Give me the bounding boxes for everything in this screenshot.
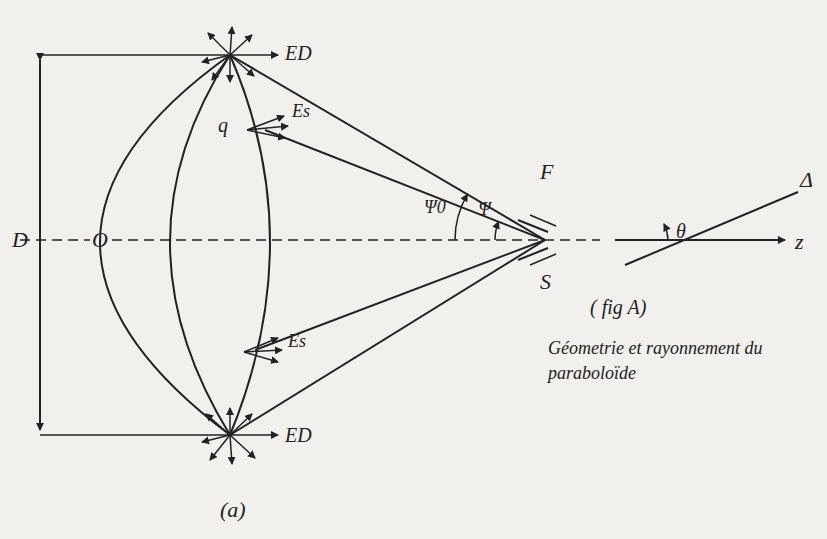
axis-label: z <box>795 230 804 254</box>
figure-number: ( fig A) <box>590 296 646 318</box>
field-label: Es <box>288 332 306 352</box>
figure-caption: Géometrie et rayonnement du paraboloïde <box>548 336 763 386</box>
field-label: ED <box>285 42 312 64</box>
direction-label: Δ <box>800 168 813 192</box>
dimension-label: D <box>12 228 28 252</box>
point-label: q <box>218 114 228 136</box>
field-label: ED <box>285 424 312 446</box>
vertex-label: O <box>92 228 108 252</box>
focus-label: F <box>540 160 553 184</box>
angle-label: θ <box>676 220 686 242</box>
angle-label: Ψ0 <box>424 198 446 218</box>
field-label: Es <box>292 102 310 122</box>
angle-label: Ψ <box>478 200 491 220</box>
feed-label: S <box>540 270 551 294</box>
subfigure-label: (a) <box>220 498 246 522</box>
